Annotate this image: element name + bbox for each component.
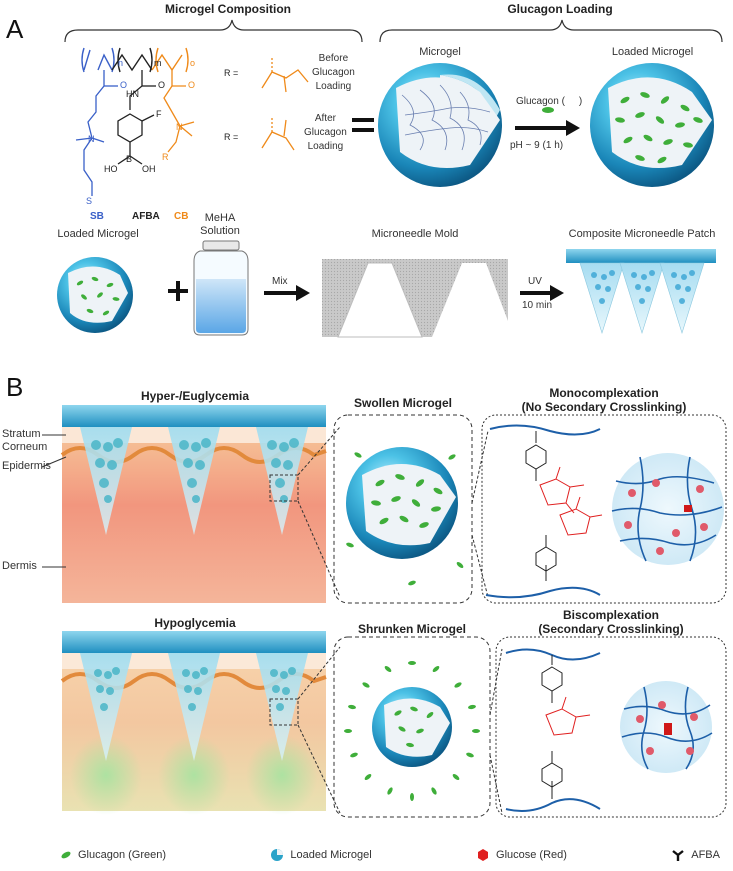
after-loading-label: After Glucagon Loading <box>304 113 347 152</box>
afba-carbonyl-o: O <box>158 80 166 90</box>
legend-glucagon-label: Glucagon (Green) <box>78 849 167 861</box>
glucagon-arrow-close: ) <box>578 96 583 107</box>
monomer-sb-label: SB <box>90 211 104 222</box>
microgel-icon <box>271 849 284 861</box>
biscomplexation-title: Biscomplexation (Secondary Crosslinking) <box>538 608 684 636</box>
afba-ho: HO <box>104 164 118 174</box>
subscript-o: o <box>190 58 196 68</box>
swollen-microgel-title: Swollen Microgel <box>353 396 452 410</box>
microgel-label: Microgel <box>419 46 461 58</box>
panel-label-b: B <box>6 372 24 402</box>
glucagon-arrow-text: Glucagon ( <box>516 96 565 107</box>
sb-s: S <box>86 196 93 206</box>
meha-solution-label: MeHA Solution <box>200 212 240 237</box>
glucagon-icon <box>61 851 71 859</box>
panel-a-graphics <box>64 19 723 196</box>
subscript-m: m <box>154 58 162 68</box>
epidermis-label: Epidermis <box>2 460 51 472</box>
glucose-icon <box>478 849 489 861</box>
before-loading-label: Before Glucagon Loading <box>312 53 355 92</box>
r-equals-before: R = <box>224 68 239 78</box>
hypo-title: Hypoglycemia <box>154 616 236 630</box>
uv-time-label: 10 min <box>522 300 553 311</box>
cb-n: N <box>176 122 183 132</box>
legend-glucagon: Glucagon (Green) <box>60 848 166 862</box>
legend-glucose: Glucose (Red) <box>476 848 567 862</box>
sb-n: N <box>88 134 95 144</box>
legend-loaded-microgel-label: Loaded Microgel <box>290 849 372 861</box>
hyper-title: Hyper-/Euglycemia <box>140 389 250 403</box>
uv-label: UV <box>528 276 542 287</box>
monocomplexation-title: Monocomplexation (No Secondary Crosslink… <box>521 386 687 414</box>
afba-b: B <box>126 154 133 164</box>
microgel-composition-title: Microgel Composition <box>165 2 291 16</box>
shrunken-microgel-title: Shrunken Microgel <box>357 622 467 636</box>
composite-patch-label: Composite Microneedle Patch <box>568 228 716 240</box>
panel-a-row2 <box>57 240 716 338</box>
stratum-corneum-label: Stratum Corneum <box>2 428 48 453</box>
loaded-microgel-label-2: Loaded Microgel <box>57 228 139 240</box>
ph-condition-label: pH ~ 9 (1 h) <box>510 140 564 151</box>
legend-loaded-microgel: Loaded Microgel <box>270 848 372 862</box>
panel-b-graphics <box>41 405 727 818</box>
afba-hn: HN <box>126 89 139 99</box>
glucagon-arrow-label: Glucagon () <box>516 96 582 107</box>
subscript-n: n <box>118 58 124 68</box>
mix-label: Mix <box>272 276 288 287</box>
microneedle-mold-label: Microneedle Mold <box>371 228 459 240</box>
afba-oh: OH <box>142 164 156 174</box>
monomer-afba-label: AFBA <box>132 211 160 222</box>
monomer-cb-label: CB <box>174 211 189 222</box>
dermis-label: Dermis <box>2 560 37 572</box>
legend-afba-label: AFBA <box>691 849 720 861</box>
legend-glucose-label: Glucose (Red) <box>496 849 567 861</box>
afba-f: F <box>156 109 162 119</box>
glucagon-loading-title: Glucagon Loading <box>507 2 613 16</box>
r-equals-after: R = <box>224 132 239 142</box>
cb-carbonyl-o: O <box>188 80 196 90</box>
panel-label-a: A <box>6 14 24 44</box>
loaded-microgel-label: Loaded Microgel <box>611 46 694 58</box>
afba-icon <box>672 850 684 861</box>
legend: Glucagon (Green) Loaded Microgel Glucose… <box>60 848 720 862</box>
legend-afba: AFBA <box>671 848 720 862</box>
cb-r: R <box>162 152 169 162</box>
sb-carbonyl-o: O <box>120 80 128 90</box>
